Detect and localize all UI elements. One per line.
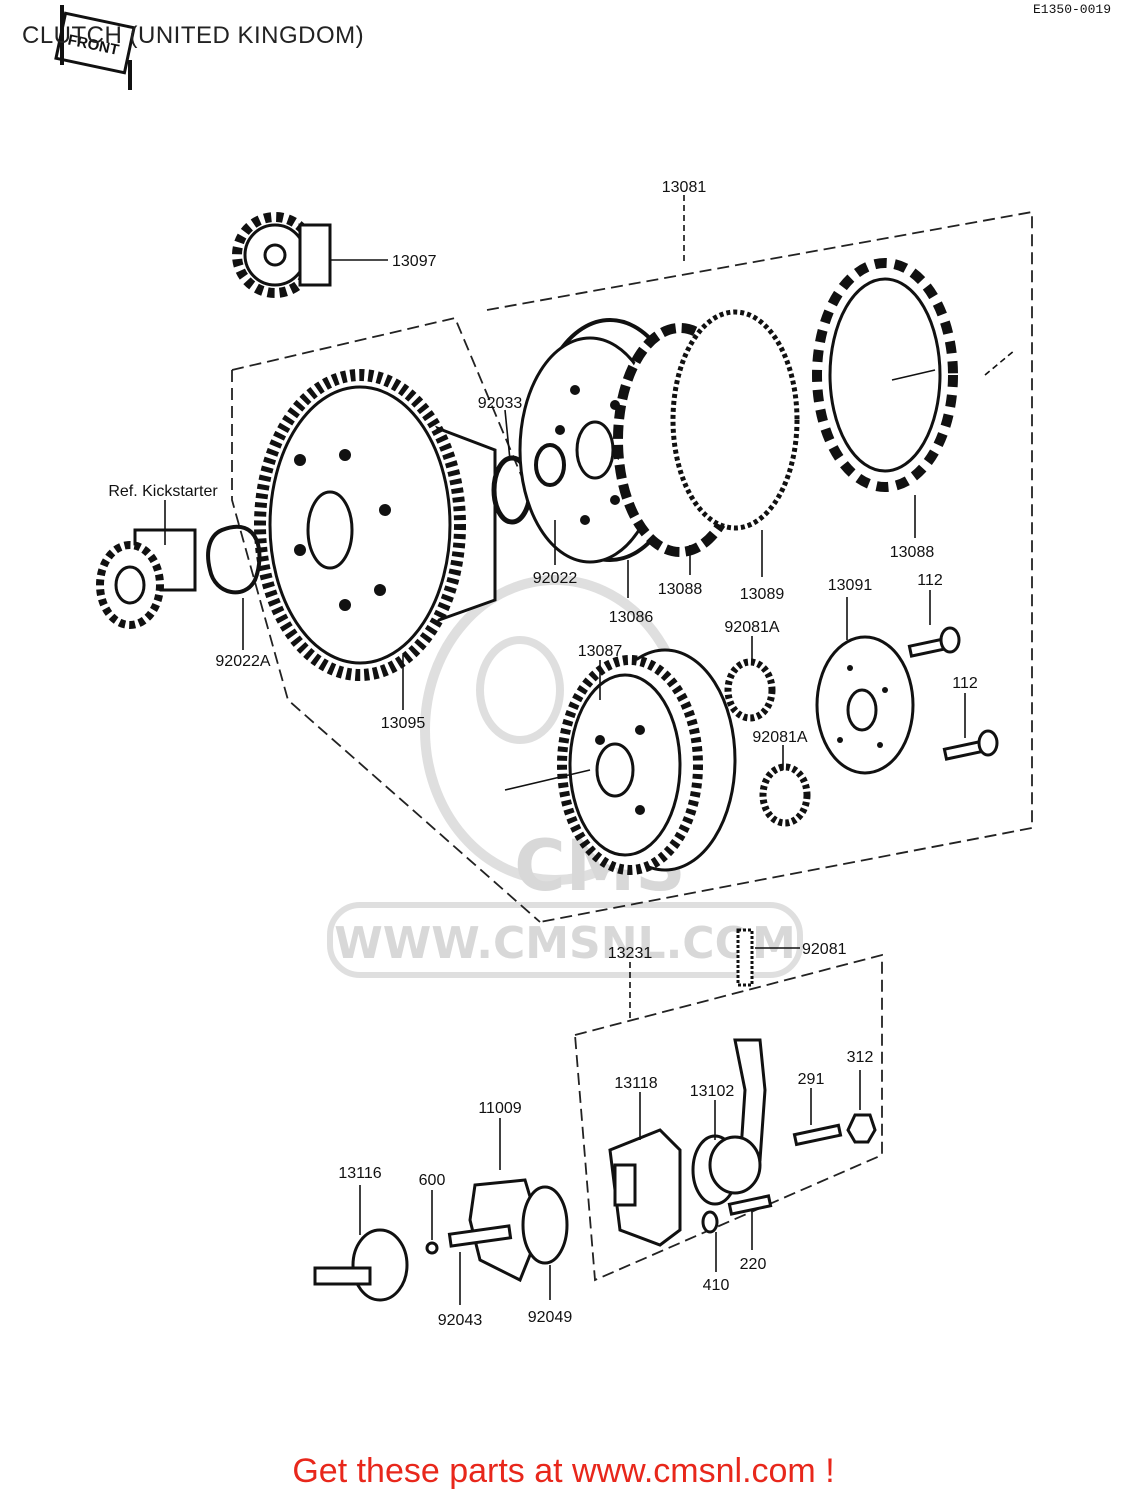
spring-92081A-icon: [724, 658, 811, 827]
watermark-url: WWW.CMSNL.COM: [334, 918, 796, 969]
steel-plate-13089-icon: [670, 309, 800, 531]
label-291: 291: [798, 1071, 825, 1088]
label-13081: 13081: [662, 179, 707, 196]
leader-lines: [164, 195, 1016, 1305]
label-410: 410: [703, 1277, 730, 1294]
page-title: CLUTCH (UNITED KINGDOM): [22, 22, 365, 49]
release-mechanism-icon: [313, 928, 877, 1302]
label-11009: 11009: [478, 1100, 521, 1117]
label-112: 112: [917, 572, 943, 589]
kickstarter-gear-icon: [96, 528, 197, 629]
part-labels: 13081 13097 92033 Ref. Kickstarter 92022…: [108, 179, 978, 1329]
pressure-plate-13087-icon: [557, 648, 737, 875]
label-13089: 13089: [740, 586, 785, 603]
label-13087: 13087: [578, 643, 623, 660]
label-112-lower: 112: [952, 675, 978, 692]
gear-13097-icon: [232, 212, 332, 298]
spring-plate-13091-icon: [815, 635, 915, 775]
washer-92022A-icon: [206, 524, 262, 595]
diagram-code: E1350-0019: [1032, 2, 1111, 17]
label-13102: 13102: [690, 1083, 735, 1100]
label-92081A: 92081A: [724, 619, 779, 636]
label-312: 312: [847, 1049, 874, 1066]
label-92049: 92049: [528, 1309, 573, 1326]
label-ref-kickstarter: Ref. Kickstarter: [108, 483, 218, 500]
assembly-outlines: [231, 210, 1033, 1282]
label-13088: 13088: [658, 581, 703, 598]
label-92033: 92033: [478, 395, 523, 412]
label-92043: 92043: [438, 1312, 483, 1329]
bolt-112-icon: [907, 626, 999, 761]
friction-plate-13088-outer-icon: [812, 258, 958, 492]
label-92022A: 92022A: [215, 653, 270, 670]
label-13231: 13231: [608, 945, 653, 962]
label-13118: 13118: [614, 1075, 657, 1092]
label-92081: 92081: [802, 941, 847, 958]
label-13116: 13116: [338, 1165, 381, 1182]
label-220: 220: [740, 1256, 767, 1273]
label-13088-outer: 13088: [890, 544, 935, 561]
clutch-housing-13095-icon: [254, 369, 497, 681]
front-direction-tag: FRONT: [54, 5, 136, 90]
label-13091: 13091: [828, 577, 873, 594]
label-600: 600: [419, 1172, 446, 1189]
label-92081A-lower: 92081A: [752, 729, 807, 746]
label-13086: 13086: [609, 609, 654, 626]
label-13097: 13097: [392, 253, 437, 270]
label-92022: 92022: [533, 570, 578, 587]
parts-banner-link[interactable]: Get these parts at www.cmsnl.com !: [292, 1452, 835, 1490]
label-13095: 13095: [381, 715, 426, 732]
